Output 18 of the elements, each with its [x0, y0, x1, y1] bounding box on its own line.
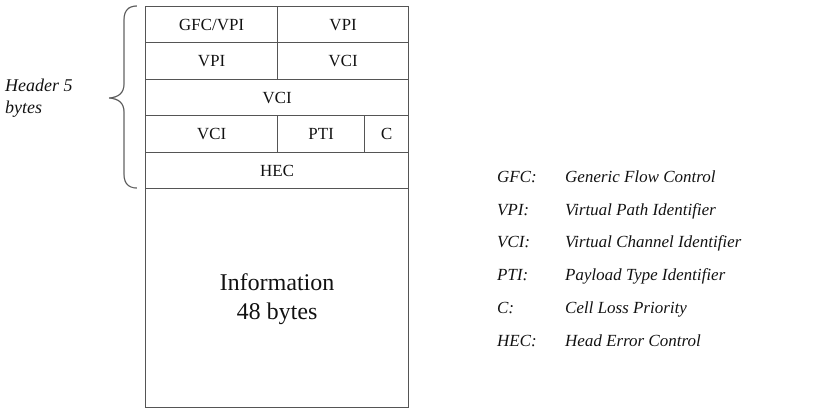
definition: Virtual Path Identifier	[565, 200, 716, 220]
payload-field: Information 48 bytes	[145, 188, 409, 408]
header-field: HEC	[145, 152, 409, 189]
abbreviation: HEC:	[497, 330, 537, 350]
definition: Head Error Control	[565, 330, 701, 350]
definition: Virtual Channel Identifier	[565, 232, 742, 252]
abbreviation: GFC:	[497, 167, 537, 187]
abbreviation: C:	[497, 298, 514, 318]
abbreviation: VCI:	[497, 232, 530, 252]
definition: Payload Type Identifier	[565, 265, 726, 286]
header-field: VPI	[277, 6, 409, 43]
definition: Cell Loss Priority	[565, 298, 687, 318]
abbreviation: PTI:	[497, 265, 528, 286]
header-field: GFC/VPI	[145, 6, 278, 43]
abbreviation: VPI:	[497, 200, 530, 220]
brace-label: Header 5 bytes	[5, 75, 74, 118]
definition: Generic Flow Control	[565, 167, 716, 187]
header-field: VCI	[145, 79, 409, 116]
